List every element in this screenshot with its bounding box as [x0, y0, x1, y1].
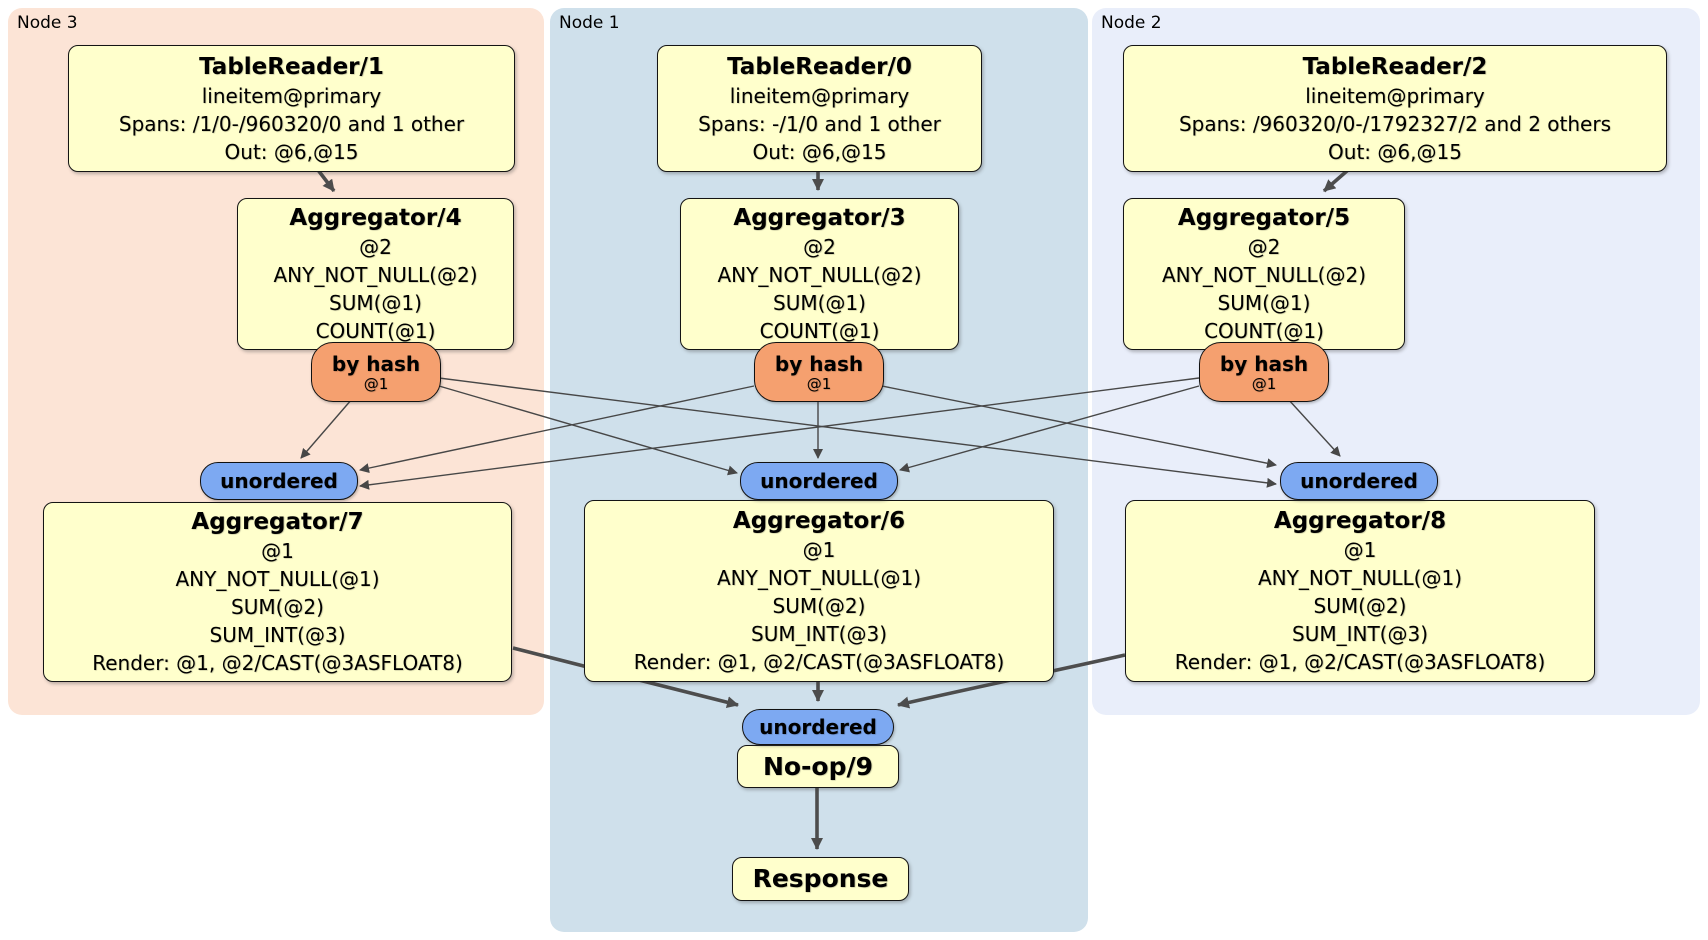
node-detail: @2 — [359, 235, 392, 259]
sync-unordered-noop: unordered — [742, 709, 894, 745]
node-detail: @1 — [1343, 538, 1377, 562]
node-title: TableReader/1 — [199, 53, 384, 80]
sync-label: unordered — [1300, 469, 1418, 493]
node-detail: Spans: -/1/0 and 1 other — [698, 111, 941, 136]
node-detail: Render: @1, @2/CAST(@3ASFLOAT8) — [92, 651, 463, 675]
node-detail: ANY_NOT_NULL(@2) — [273, 263, 478, 287]
node-detail: ANY_NOT_NULL(@1) — [717, 566, 921, 590]
node-detail: ANY_NOT_NULL(@1) — [175, 567, 380, 591]
processor-aggregator-7: Aggregator/7 @1 ANY_NOT_NULL(@1) SUM(@2)… — [43, 502, 512, 682]
node-detail: SUM_INT(@3) — [1292, 622, 1428, 646]
node-detail: SUM_INT(@3) — [209, 623, 346, 647]
node-detail: Spans: /960320/0-/1792327/2 and 2 others — [1178, 111, 1611, 136]
node-detail: Render: @1, @2/CAST(@3ASFLOAT8) — [633, 650, 1005, 674]
sync-label: unordered — [760, 469, 878, 493]
router-hash-columns: @1 — [1251, 374, 1277, 393]
sync-unordered-aggregator8: unordered — [1280, 462, 1438, 500]
router-by-hash-aggregator3: by hash @1 — [754, 342, 884, 402]
router-hash-columns: @1 — [363, 374, 389, 393]
sync-label: unordered — [220, 469, 338, 493]
edge-tablereader2-aggregator5 — [1322, 168, 1350, 193]
processor-aggregator-4: Aggregator/4 @2 ANY_NOT_NULL(@2) SUM(@1)… — [237, 198, 514, 350]
processor-aggregator-6: Aggregator/6 @1 ANY_NOT_NULL(@1) SUM(@2)… — [584, 500, 1054, 682]
node-detail: @1 — [261, 539, 294, 563]
edge-byhash5-unordered7 — [359, 377, 1200, 490]
node-detail: SUM(@1) — [329, 291, 422, 315]
node-detail: Render: @1, @2/CAST(@3ASFLOAT8) — [1174, 650, 1546, 674]
node-detail: SUM_INT(@3) — [751, 622, 887, 646]
edge-byhash3-unordered8 — [881, 385, 1277, 469]
node-detail: ANY_NOT_NULL(@2) — [717, 263, 922, 287]
edge-byhash4-unordered6 — [438, 385, 738, 476]
node-detail: Spans: /1/0-/960320/0 and 1 other — [118, 111, 465, 136]
processor-tablereader-0: TableReader/0 lineitem@primary Spans: -/… — [657, 45, 982, 172]
router-label: by hash — [1219, 351, 1309, 376]
edge-byhash3-unordered7 — [359, 385, 755, 474]
edge-byhash4-unordered7 — [300, 398, 353, 459]
node-detail: COUNT(@1) — [759, 319, 880, 343]
processor-aggregator-8: Aggregator/8 @1 ANY_NOT_NULL(@1) SUM(@2)… — [1125, 500, 1595, 682]
processor-noop-9: No-op/9 — [737, 745, 899, 788]
node-title: TableReader/2 — [1302, 53, 1488, 80]
sync-unordered-aggregator7: unordered — [200, 462, 358, 500]
node-detail: @1 — [802, 538, 836, 562]
node-title: TableReader/0 — [727, 53, 912, 80]
panel-label-node1: Node 1 — [559, 13, 620, 33]
node-title: Aggregator/7 — [191, 509, 364, 535]
node-detail: lineitem@primary — [1305, 83, 1485, 108]
edge-byhash4-unordered8 — [438, 377, 1277, 488]
node-detail: @2 — [803, 235, 836, 259]
router-label: by hash — [774, 351, 864, 376]
node-detail: lineitem@primary — [729, 83, 910, 108]
node-detail: ANY_NOT_NULL(@1) — [1258, 566, 1462, 590]
node-detail: Out: @6,@15 — [1328, 139, 1462, 164]
node-detail: ANY_NOT_NULL(@2) — [1162, 263, 1366, 287]
sync-label: unordered — [759, 715, 877, 739]
node-title: Aggregator/3 — [733, 205, 906, 231]
processor-aggregator-3: Aggregator/3 @2 ANY_NOT_NULL(@2) SUM(@1)… — [680, 198, 959, 350]
node-response: Response — [732, 857, 909, 901]
node-title: Response — [752, 864, 889, 893]
node-detail: lineitem@primary — [201, 83, 382, 108]
edge-byhash5-unordered6 — [899, 385, 1200, 473]
node-title: Aggregator/6 — [732, 508, 906, 534]
node-detail: SUM(@2) — [1313, 594, 1407, 618]
node-detail: SUM(@1) — [1217, 291, 1311, 315]
node-title: Aggregator/5 — [1177, 205, 1351, 231]
edge-byhash5-unordered8 — [1287, 398, 1341, 457]
node-detail: Out: @6,@15 — [752, 139, 887, 164]
processor-tablereader-2: TableReader/2 lineitem@primary Spans: /9… — [1123, 45, 1667, 172]
panel-label-node3: Node 3 — [17, 13, 78, 33]
node-detail: SUM(@1) — [773, 291, 866, 315]
processor-tablereader-1: TableReader/1 lineitem@primary Spans: /1… — [68, 45, 515, 172]
node-title: No-op/9 — [762, 751, 874, 781]
node-detail: SUM(@2) — [231, 595, 324, 619]
node-detail: SUM(@2) — [772, 594, 866, 618]
node-title: Aggregator/4 — [289, 205, 462, 231]
router-hash-columns: @1 — [806, 374, 832, 393]
node-detail: COUNT(@1) — [315, 319, 436, 343]
router-by-hash-aggregator5: by hash @1 — [1199, 342, 1329, 402]
panel-label-node2: Node 2 — [1101, 13, 1162, 33]
processor-aggregator-5: Aggregator/5 @2 ANY_NOT_NULL(@2) SUM(@1)… — [1123, 198, 1405, 350]
node-detail: Out: @6,@15 — [224, 139, 359, 164]
node-detail: COUNT(@1) — [1204, 319, 1324, 343]
router-by-hash-aggregator4: by hash @1 — [311, 342, 441, 402]
node-detail: @2 — [1247, 235, 1281, 259]
node-title: Aggregator/8 — [1273, 508, 1447, 534]
edge-tablereader1-aggregator4 — [316, 168, 336, 193]
sync-unordered-aggregator6: unordered — [740, 462, 898, 500]
router-label: by hash — [331, 351, 421, 376]
